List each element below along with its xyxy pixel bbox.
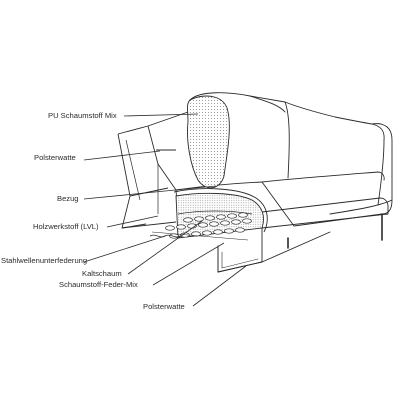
sofa-base — [261, 197, 389, 229]
leader-polsterwatte-top — [83, 150, 161, 161]
backrest — [189, 92, 385, 141]
label-polsterwatte-top: Polsterwatte — [34, 153, 76, 162]
label-bezug: Bezug — [57, 194, 79, 203]
seat-cushion — [175, 171, 385, 191]
label-kaltschaum: Kaltschaum — [82, 269, 122, 278]
leader-lvl — [106, 215, 159, 228]
leader-foam-spring-mix — [152, 242, 225, 286]
leader-pu-foam — [123, 113, 199, 117]
back-cushion-foam — [187, 95, 230, 189]
label-lvl: Holzwerkstoff (LVL) — [33, 222, 99, 231]
front-panel — [217, 245, 263, 273]
label-polsterwatte-bottom: Polsterwatte — [143, 302, 185, 311]
leader-bezug — [83, 185, 217, 200]
leader-wave-springs — [83, 235, 166, 263]
label-foam-spring-mix: Schaumstoff-Feder-Mix — [59, 280, 138, 289]
seat-cover — [173, 188, 268, 233]
leader-kaltschaum — [127, 220, 203, 275]
backrest-inner — [284, 101, 290, 179]
label-pu-foam-mix: PU Schaumstoff Mix — [48, 111, 117, 120]
pocket-springs — [165, 212, 252, 239]
leader-polsterwatte-bottom — [192, 265, 247, 307]
label-wave-springs: Stahlwellenunterfederung — [1, 256, 87, 265]
